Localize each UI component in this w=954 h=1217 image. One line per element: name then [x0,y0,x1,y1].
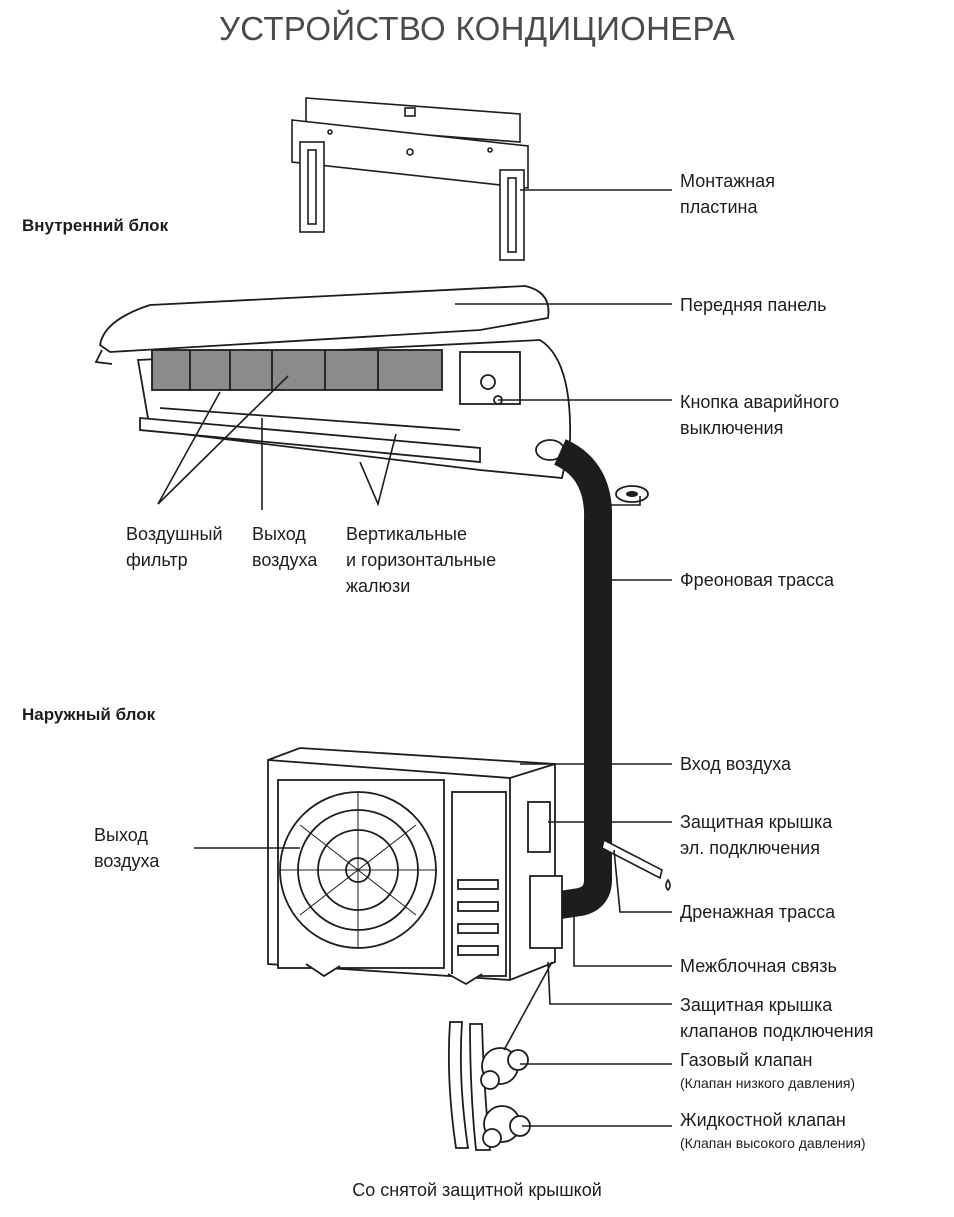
page-title: УСТРОЙСТВО КОНДИЦИОНЕРА [219,10,735,47]
indoor-unit [94,285,571,479]
drain-line [601,838,671,892]
freon-line [553,439,649,919]
leader-lines [157,189,672,1127]
label-air-inlet: Вход воздуха [680,754,792,774]
label-gas-valve-note: (Клапан низкого давления) [680,1075,856,1091]
label-liquid-valve: Жидкостной клапан (Клапан высокого давле… [680,1110,866,1151]
label-interconnect: Межблочная связь [680,956,837,976]
label-gas-valve: Газовый клапан (Клапан низкого давления) [680,1050,856,1091]
caption: Со снятой защитной крышкой [352,1180,602,1200]
label-drain-line: Дренажная трасса [680,902,836,922]
label-freon-line: Фреоновая трасса [680,570,835,590]
label-front-panel: Передняя панель [680,295,827,315]
label-liquid-valve-note: (Клапан высокого давления) [680,1135,866,1151]
service-valves [447,1021,531,1151]
section-outdoor: Наружный блок [22,705,156,724]
mounting-plate [291,97,529,261]
section-indoor: Внутренний блок [22,216,169,235]
outdoor-unit [267,747,563,986]
